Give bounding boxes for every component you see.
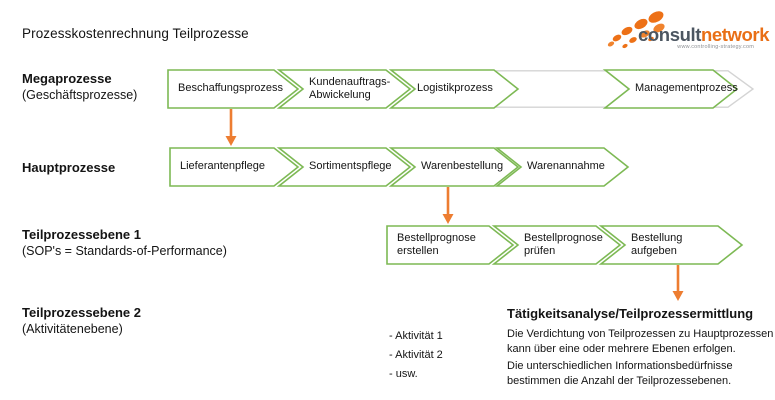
- logo-wordmark: consultnetwork: [638, 24, 770, 46]
- annotation-paragraph-1: Die Verdichtung von Teilprozessen zu Hau…: [507, 328, 774, 355]
- chevron-warenbestellung: [388, 147, 520, 187]
- logo-dots-icon: [607, 11, 665, 49]
- annotation-heading: Tätigkeitsanalyse/Teilprozessermittlung: [507, 306, 754, 321]
- chevron-beschaffungsprozess: [167, 69, 300, 109]
- label-teilprozessebene-2: Teilprozessebene 2: [22, 305, 141, 320]
- flow-arrow-teil1-to-analysis: [672, 265, 684, 301]
- activity-item-3: - usw.: [389, 368, 418, 380]
- chevron-sortimentspflege: [276, 147, 412, 187]
- page-title: Prozesskostenrechnung Teilprozesse: [22, 26, 249, 41]
- annotation-paragraph-2: Die unterschiedlichen Informationsbedürf…: [507, 360, 733, 387]
- chevron-kundenauftrags-abwickelung: [276, 69, 412, 109]
- sublabel-teilprozessebene-1: (SOP's = Standards-of-Performance): [22, 244, 227, 258]
- flow-arrow-haupt-to-teil1: [442, 187, 454, 224]
- chevron-logistikprozess: [388, 69, 520, 109]
- chevron-managementprozess: [602, 69, 739, 109]
- label-hauptprozesse: Hauptprozesse: [22, 160, 116, 175]
- chevron-bestellprognose-pruefen: [491, 225, 622, 265]
- chevron-bestellung-aufgeben: [598, 225, 744, 265]
- activity-item-2: - Aktivität 2: [389, 349, 443, 361]
- chevron-lieferantenpflege: [169, 147, 300, 187]
- logo-url: www.controlling-strategy.com: [677, 44, 754, 50]
- sublabel-teilprozessebene-2: (Aktivitätenebene): [22, 322, 123, 336]
- label-megaprozesse: Megaprozesse: [22, 71, 112, 86]
- chevron-bestellprognose-erstellen: [386, 225, 515, 265]
- sublabel-megaprozesse: (Geschäftsprozesse): [22, 88, 138, 102]
- logo-consult-text: consult: [638, 24, 701, 45]
- logo-network-text: network: [700, 24, 770, 45]
- activity-item-1: - Aktivität 1: [389, 330, 443, 342]
- flow-arrow-mega-to-haupt: [225, 109, 237, 146]
- chevron-warenannahme: [494, 147, 630, 187]
- label-teilprozessebene-1: Teilprozessebene 1: [22, 227, 141, 242]
